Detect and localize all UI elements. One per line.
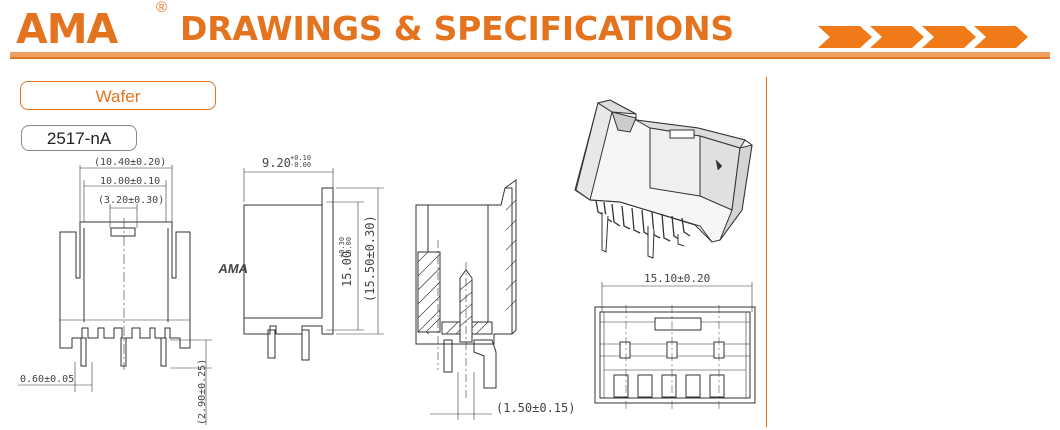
body-marking: AMA: [217, 261, 250, 276]
category-box: Wafer: [20, 81, 216, 110]
chevron-arrows-icon: [818, 26, 1028, 48]
bottom-view: [594, 282, 756, 410]
dim-side-height-tol-plus: +0.30: [338, 237, 346, 258]
divider-line: [766, 77, 767, 427]
header: AMA ® DRAWINGS & SPECIFICATIONS: [0, 0, 1060, 62]
dim-front-body-width: 10.00±0.10: [100, 176, 160, 187]
header-rule-dark: [10, 57, 1050, 59]
dim-pin-width: 0.60±0.05: [20, 374, 74, 385]
dim-front-overall-width: (10.40±0.20): [94, 157, 166, 168]
dim-section-pitch: (1.50±0.15): [496, 401, 575, 415]
part-number: 2517-nA: [46, 129, 112, 148]
dim-side-depth-tol-minus: -0.00: [290, 161, 311, 169]
dim-side-depth-tol-plus: +0.10: [290, 154, 311, 162]
category-label: Wafer: [95, 87, 141, 106]
dim-side-overall-height: (15.50±0.30): [363, 215, 377, 302]
part-number-box: 2517-nA: [21, 125, 137, 151]
dim-bottom-length: 15.10±0.20: [644, 272, 710, 285]
dim-side-depth: 9.20: [262, 156, 291, 170]
dim-side-height: 15.00: [340, 251, 354, 287]
header-rule: [10, 52, 1050, 57]
isometric-view: [574, 99, 753, 259]
dim-pin-length: (2.90±0.25): [197, 359, 208, 425]
page-title: DRAWINGS & SPECIFICATIONS: [180, 9, 735, 48]
section-view: [415, 179, 517, 420]
front-view: [18, 165, 212, 425]
registered-mark: ®: [156, 0, 168, 16]
brand-logo: AMA: [16, 5, 118, 53]
side-view: [243, 168, 384, 361]
dim-latch-width: (3.20±0.30): [98, 195, 164, 206]
dim-side-height-tol-minus: -0.00: [345, 237, 353, 258]
